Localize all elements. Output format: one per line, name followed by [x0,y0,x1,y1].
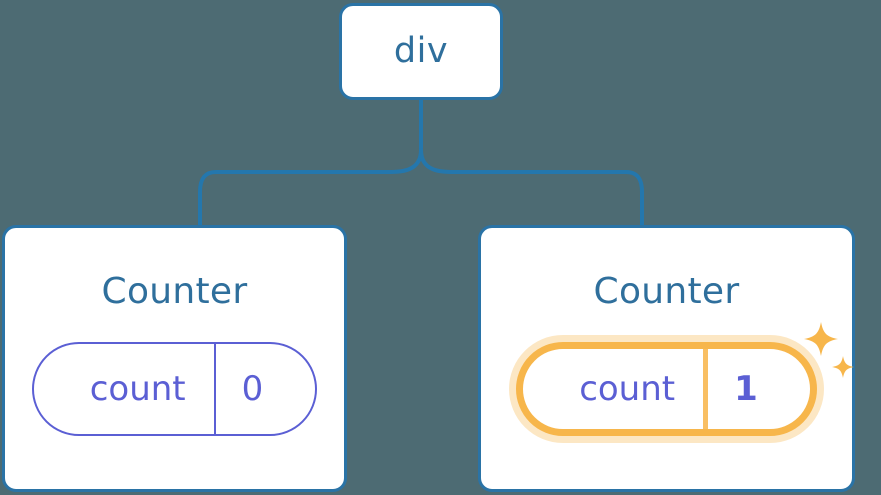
card-title: Counter [593,271,740,312]
state-pill[interactable]: count 0 [31,342,318,436]
state-pill-container: count 1 [481,342,852,436]
state-key: count [579,369,676,409]
card-title: Counter [101,271,248,312]
state-value: 0 [213,344,316,434]
state-key: count [89,369,186,409]
node-div[interactable]: div [339,3,503,100]
connector-to-left-child [198,148,423,227]
state-pill-container: count 0 [5,342,344,436]
card-counter-right[interactable]: Counter count 1 [478,225,855,492]
state-pill-highlighted[interactable]: count 1 [516,342,817,436]
connector-to-right-child [419,148,644,227]
card-counter-left[interactable]: Counter count 0 [2,225,347,492]
state-value: 1 [703,349,810,429]
node-div-label: div [393,31,449,71]
